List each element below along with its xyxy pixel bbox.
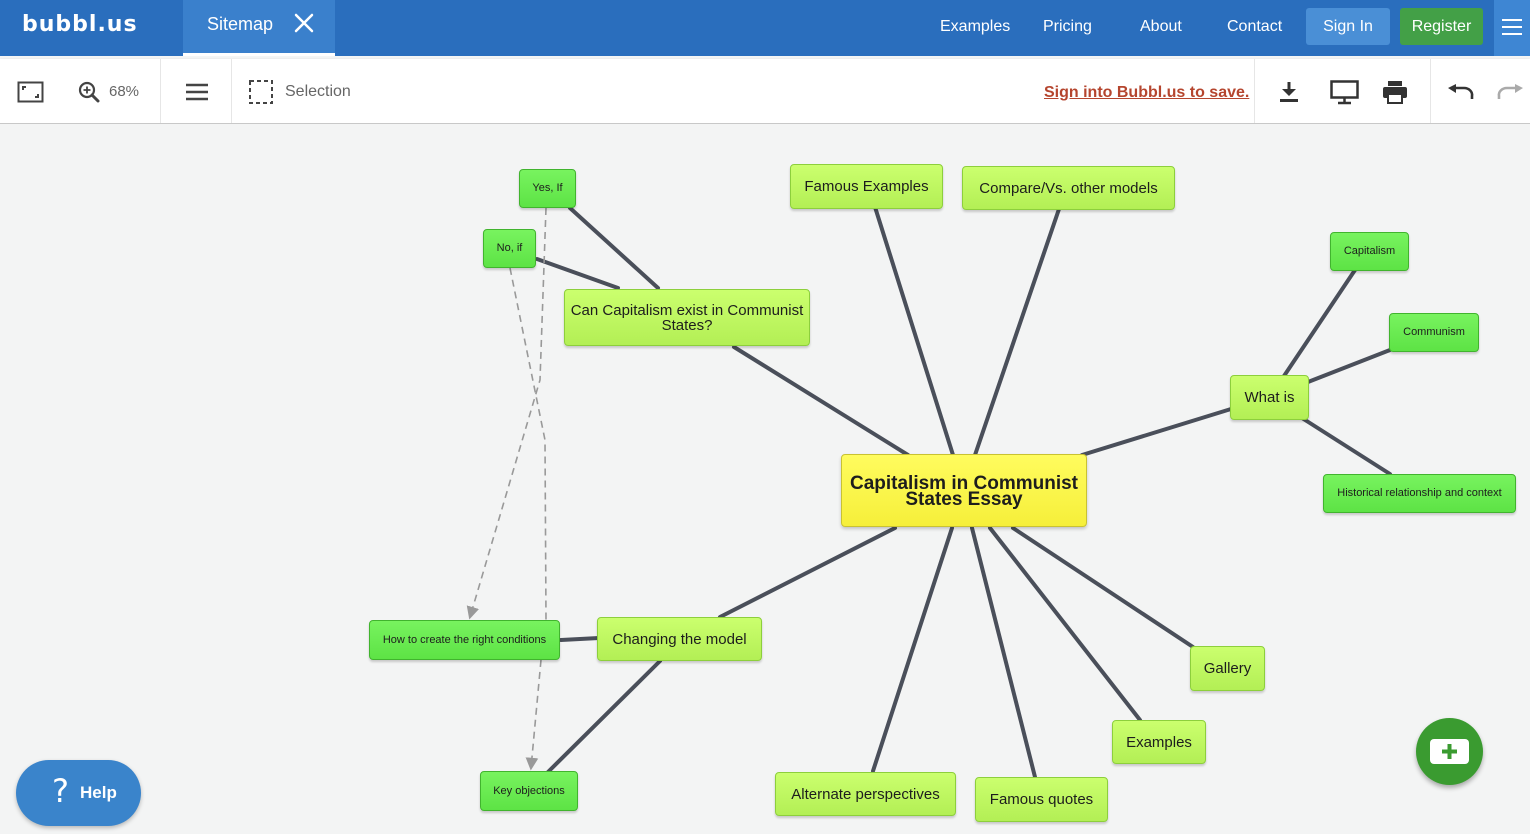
connector-lines — [466, 205, 1392, 779]
node-examples[interactable]: Examples — [1112, 720, 1206, 764]
node-central-topic[interactable]: Capitalism in Communist States Essay — [841, 454, 1087, 527]
top-bar: bubbl.us Sitemap Examples Pricing About … — [0, 0, 1530, 56]
hamburger-menu-icon[interactable] — [1494, 0, 1530, 56]
nav-examples[interactable]: Examples — [940, 18, 1011, 35]
mindmap-canvas[interactable]: Yes, If No, if Can Capitalism exist in C… — [0, 124, 1530, 834]
toolbar: 68% Selection Sign into Bubbl.us to save… — [0, 59, 1530, 124]
link-changing-how-to — [559, 636, 601, 642]
selection-label[interactable]: Selection — [285, 83, 351, 100]
link-changing-key-objections — [546, 659, 662, 774]
node-yes-if[interactable]: Yes, If — [519, 169, 576, 208]
download-icon[interactable] — [1279, 81, 1299, 103]
presentation-icon[interactable] — [1330, 80, 1359, 105]
node-no-if[interactable]: No, if — [483, 229, 536, 268]
nav-pricing[interactable]: Pricing — [1043, 18, 1092, 35]
link-can-yes-if — [568, 206, 660, 290]
link-central-changing-model — [718, 526, 897, 619]
link-central-gallery — [1011, 526, 1195, 649]
node-alternate[interactable]: Alternate perspectives — [775, 772, 956, 816]
link-central-famous-quotes — [970, 526, 1037, 779]
link-central-alternate — [871, 526, 954, 773]
print-icon[interactable] — [1382, 80, 1408, 104]
toolbar-divider — [160, 59, 161, 123]
link-can-no-if — [535, 257, 620, 290]
zoom-icon[interactable] — [78, 81, 100, 103]
node-famous-quotes[interactable]: Famous quotes — [975, 777, 1108, 822]
link-central-examples — [988, 526, 1142, 722]
link-central-can-capitalism — [732, 345, 910, 457]
link-what-is-capitalism — [1282, 268, 1357, 378]
node-communism[interactable]: Communism — [1389, 313, 1479, 352]
help-icon: ? — [52, 772, 69, 810]
node-historical[interactable]: Historical relationship and context — [1323, 474, 1516, 513]
toolbar-divider — [1254, 59, 1255, 123]
link-what-is-historical — [1300, 416, 1392, 476]
close-icon[interactable] — [293, 12, 315, 34]
toolbar-divider — [1430, 59, 1431, 123]
help-label: Help — [80, 783, 117, 802]
node-gallery[interactable]: Gallery — [1190, 646, 1265, 691]
sign-in-to-save-link[interactable]: Sign into Bubbl.us to save. — [1044, 84, 1250, 101]
zoom-level[interactable]: 68% — [109, 83, 140, 100]
tab-label: Sitemap — [207, 14, 274, 34]
node-capitalism[interactable]: Capitalism — [1330, 232, 1409, 271]
link-what-is-communism — [1306, 348, 1392, 384]
register-button[interactable]: Register — [1400, 8, 1483, 45]
toolbar-divider — [231, 59, 232, 123]
list-menu-icon[interactable] — [185, 83, 209, 101]
node-changing-model[interactable]: Changing the model — [597, 617, 762, 661]
link-central-famous-examples — [873, 205, 955, 457]
undo-icon[interactable] — [1447, 84, 1474, 100]
nav-contact[interactable]: Contact — [1227, 18, 1283, 35]
help-button[interactable]: ? Help — [16, 760, 141, 826]
node-what-is[interactable]: What is — [1230, 375, 1309, 420]
node-compare[interactable]: Compare/Vs. other models — [962, 166, 1175, 210]
link-central-compare — [973, 207, 1061, 457]
dashed-link-yes-if-how-to — [466, 207, 547, 620]
node-how-to-create[interactable]: How to create the right conditions — [369, 620, 560, 660]
dashed-link-no-if-upper — [509, 267, 547, 621]
sign-in-button[interactable]: Sign In — [1306, 8, 1390, 45]
dashed-link-no-if-key-objections — [525, 659, 542, 771]
link-central-what-is — [1080, 407, 1233, 457]
node-can-capitalism[interactable]: Can Capitalism exist in Communist States… — [564, 289, 810, 346]
node-famous-examples[interactable]: Famous Examples — [790, 164, 943, 209]
fit-to-screen-icon[interactable] — [17, 81, 44, 103]
node-key-objections[interactable]: Key objections — [480, 771, 578, 811]
tab-sitemap[interactable]: Sitemap — [183, 0, 335, 56]
redo-icon[interactable] — [1497, 84, 1524, 100]
selection-icon[interactable] — [248, 79, 274, 105]
add-node-button[interactable] — [1416, 718, 1483, 785]
nav-about[interactable]: About — [1140, 18, 1182, 35]
logo[interactable]: bubbl.us — [22, 12, 138, 37]
add-icon — [1430, 739, 1469, 764]
